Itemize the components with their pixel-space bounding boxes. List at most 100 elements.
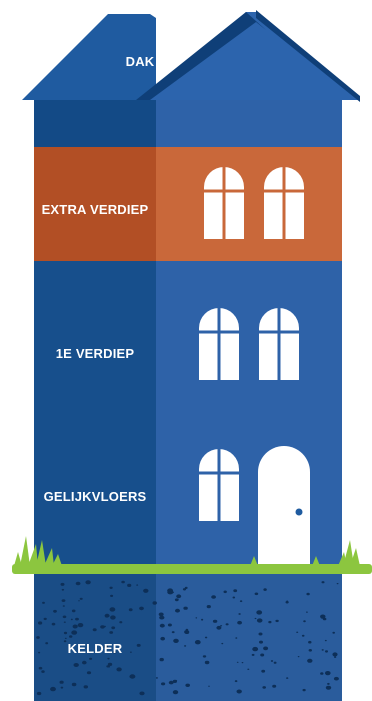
basement-stone [71,630,78,635]
basement-stone [232,596,236,599]
basement-stone [159,657,164,662]
door-knob [295,508,303,516]
basement-stone [241,662,244,664]
basement-stone [70,618,73,621]
basement-stone [236,689,242,694]
basement-stone [216,625,222,630]
basement-stone [73,663,79,667]
basement-stone [259,640,263,644]
basement-stone [86,671,92,675]
basement-stone [104,625,106,628]
basement-stone [167,588,174,593]
basement-stone [41,670,45,673]
basement-stone [121,580,125,584]
basement-stone [51,622,56,626]
extra-floor-left [34,147,156,261]
basement-stone [112,650,117,654]
basement-stone [235,637,238,639]
upper-wall-right [156,261,342,570]
basement-stone [128,608,133,612]
basement-stone [171,631,175,634]
roof-right [148,12,360,100]
basement-stone [111,626,116,630]
basement-stone [201,618,204,621]
basement-stone [89,657,93,660]
basement-stone [223,590,227,594]
basement-stone [302,688,306,692]
basement-stone [63,621,66,623]
label-roof: DAK [125,54,155,69]
basement-stone [237,620,243,625]
basement-stone [185,683,190,687]
basement-stone [334,656,337,658]
basement-stone [204,636,208,639]
basement-stone [63,640,67,643]
basement-stone [61,599,66,602]
basement-stone [275,619,279,623]
basement-stone [238,613,241,615]
basement-stone [327,682,330,685]
basement-stone [160,636,165,641]
basement-stone [182,588,187,591]
basement-stone [159,623,165,628]
basement-stone [38,666,43,670]
basement-stone [53,609,57,613]
extra-floor-right [156,147,342,261]
basement-stone [204,660,210,665]
basement-stone [109,586,113,589]
basement-stone [103,644,109,649]
basement-stone [183,606,188,610]
basement-stone [82,660,87,665]
basement-left [34,572,156,701]
basement-stone [136,643,141,647]
basement-stone [194,640,201,645]
front-door [258,446,310,568]
basement-stone [211,595,217,599]
basement-stone [303,620,306,623]
basement-stone [270,660,274,662]
basement-stone [306,611,308,613]
wall-right [156,100,342,148]
basement-stone [254,592,259,596]
basement-stone [130,651,132,653]
basement-stone [172,690,179,695]
roof [22,14,156,100]
basement-stone [110,615,116,620]
basement-stone [100,625,105,629]
basement-stone [71,609,76,613]
basement-stone [42,601,45,604]
basement-stones [36,580,339,696]
basement-stone [71,682,77,687]
basement-stone [212,619,218,623]
basement-stone [236,661,239,663]
basement-stone [306,592,310,596]
upper-wall-left [34,261,156,570]
basement-stone [185,631,190,634]
basement-stone [77,623,84,628]
basement-stone [256,618,263,623]
basement-stone [321,581,325,584]
basement-stone [272,684,277,688]
basement-stone [45,642,49,645]
basement-stone [301,634,305,637]
basement-stone [254,617,257,620]
basement-stone [174,598,179,602]
basement-stone [202,655,207,658]
basement-stone [158,612,164,617]
label-extra-floor: EXTRA VERDIEP [41,202,149,217]
basement-stone [251,653,255,656]
basement-stone [308,640,312,644]
basement-stone [127,583,132,588]
basement-stone [69,635,73,638]
window-extra-left [204,167,244,239]
basement-stone [72,624,78,629]
basement-stone [92,628,97,632]
basement-stone [85,580,91,585]
basement-stone [79,597,83,600]
basement-stone [107,657,110,660]
basement-stone [143,588,149,593]
basement-stone [60,686,64,689]
basement-stone [321,649,324,651]
basement-stone [195,617,198,619]
